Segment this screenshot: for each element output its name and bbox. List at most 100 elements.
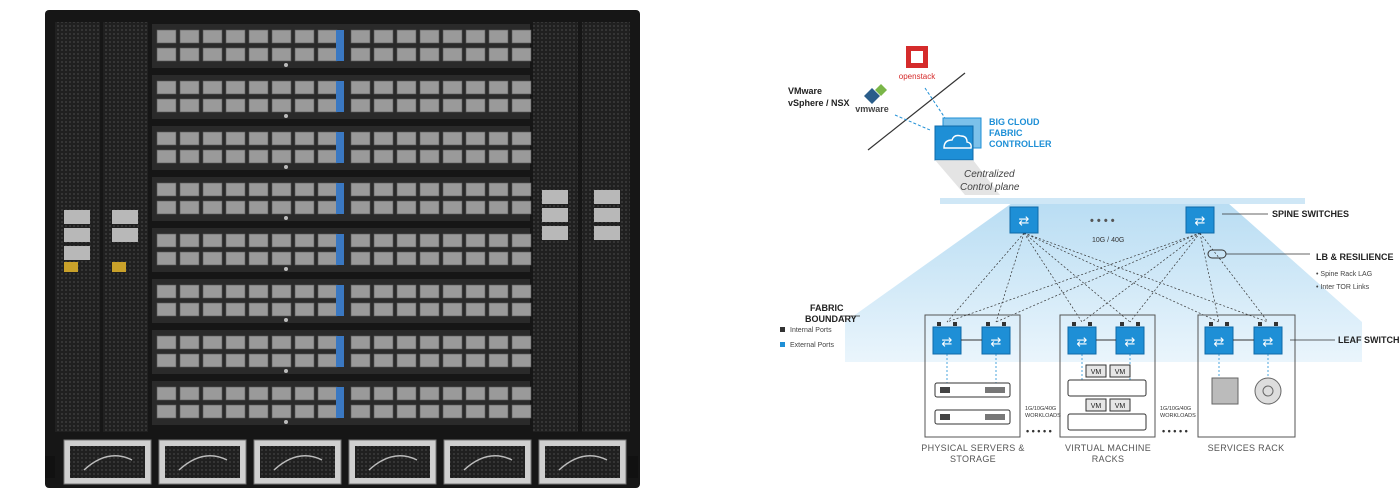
workloads-label-1-line1: 1G/10G/40G — [1025, 406, 1056, 412]
cloud-icon — [943, 134, 972, 149]
leaf-switch: ⇄ — [1253, 322, 1283, 355]
spine-leaf-link — [995, 232, 1025, 323]
power-supply — [158, 439, 247, 485]
vm-label: VM — [1091, 403, 1102, 410]
line-card — [152, 330, 532, 374]
spine-leaf-link — [1023, 232, 1269, 323]
vmware-label-line1: VMware — [788, 86, 822, 96]
legend-external-swatch — [780, 342, 785, 347]
control-arrows — [894, 87, 946, 131]
rack-physical-caption-line2: STORAGE — [950, 454, 996, 464]
spine-leaf-link — [1199, 232, 1220, 323]
controller-label-line1: BIG CLOUD — [989, 117, 1040, 127]
rack-physical-caption-line1: PHYSICAL SERVERS & — [921, 443, 1024, 453]
leaf-switch: ⇄ — [981, 322, 1011, 355]
control-plane-line2: Control plane — [960, 182, 1020, 193]
leaf-switch: ⇄ — [1204, 322, 1234, 355]
rack-virtual-caption-line2: RACKS — [1092, 454, 1125, 464]
legend-internal-label: Internal Ports — [790, 327, 832, 334]
leaf-switch: ⇄ — [1115, 322, 1145, 355]
controller-label-line2: FABRIC — [989, 128, 1023, 138]
rack-virtual — [1059, 314, 1156, 438]
link-speed-label: 10G / 40G — [1092, 237, 1124, 244]
vmware-logo: vmware — [855, 84, 889, 114]
line-card — [152, 126, 532, 170]
switch-arrows-icon: ⇄ — [942, 335, 953, 350]
vm-label: VM — [1115, 403, 1126, 410]
leaf-switches-label: LEAF SWITCHES — [1338, 335, 1400, 345]
spine-leaf-link — [1023, 232, 1083, 323]
spine-leaf-link — [995, 232, 1201, 323]
leaf-switches: ⇄ ⇄ ⇄ ⇄ ⇄ ⇄ — [932, 322, 1283, 355]
line-card — [152, 24, 532, 68]
power-supply — [63, 439, 152, 485]
power-supply — [538, 439, 627, 485]
switch-chassis-photo — [45, 10, 640, 488]
controller-label-line3: CONTROLLER — [989, 139, 1052, 149]
spine-leaf-link — [1199, 232, 1269, 323]
rack-services — [1197, 314, 1296, 438]
spine-leaf-link — [1129, 232, 1201, 323]
spine-switch-left: ⇄ — [1009, 206, 1039, 234]
left-management-ports — [64, 210, 138, 272]
workloads-label-2-line2: WORKLOADS — [1160, 413, 1196, 419]
legend-internal-swatch — [780, 327, 785, 332]
switch-arrows-icon: ⇄ — [1019, 214, 1030, 229]
line-card — [152, 381, 532, 425]
vm-label: VM — [1091, 369, 1102, 376]
lb-resilience-title: LB & RESILIENCE — [1316, 252, 1394, 262]
spine-leaf-link — [1023, 232, 1131, 323]
leaf-switch: ⇄ — [1067, 322, 1097, 355]
spine-ellipsis: • • • • — [1090, 215, 1115, 227]
left-inner-panel — [103, 22, 148, 432]
service-appliances — [1211, 377, 1282, 405]
leaf-switch: ⇄ — [932, 322, 962, 355]
line-cards — [152, 24, 532, 425]
lb-item-1: • Spine Rack LAG — [1316, 271, 1372, 278]
line-card — [152, 177, 532, 221]
workloads-label-1-line2: WORKLOADS — [1025, 413, 1061, 419]
line-card — [152, 279, 532, 323]
spine-leaf-link — [946, 232, 1201, 323]
vm-label: VM — [1115, 369, 1126, 376]
spine-leaf-link — [1081, 232, 1201, 323]
spine-switches-label: SPINE SWITCHES — [1272, 209, 1349, 219]
power-supply — [348, 439, 437, 485]
vmware-logo-text: vmware — [855, 104, 889, 114]
vmware-label-line2: vSphere / NSX — [788, 98, 850, 108]
switch-arrows-icon: ⇄ — [1125, 335, 1136, 350]
switch-arrows-icon: ⇄ — [991, 335, 1002, 350]
fabric-boundary-line1: FABRIC — [810, 303, 844, 313]
line-card — [152, 228, 532, 272]
fabric-controller — [934, 117, 1000, 195]
physical-servers — [934, 382, 1011, 425]
legend-external-label: External Ports — [790, 342, 834, 349]
controller-shadow — [935, 160, 1000, 195]
rack-physical — [924, 314, 1021, 438]
fabric-links — [946, 232, 1269, 383]
switch-arrows-icon: ⇄ — [1214, 335, 1225, 350]
openstack-logo-text: openstack — [899, 72, 936, 81]
openstack-logo: openstack — [899, 46, 936, 81]
workloads-label-2-line1: 1G/10G/40G — [1160, 406, 1191, 412]
power-supply — [253, 439, 342, 485]
power-supplies — [45, 439, 638, 485]
line-card — [152, 75, 532, 119]
left-outer-panel — [55, 22, 100, 432]
switch-arrows-icon: ⇄ — [1263, 335, 1274, 350]
control-plane-line1: Centralized — [964, 169, 1015, 180]
fabric-top-band — [940, 198, 1305, 204]
lb-item-2: • Inter TOR Links — [1316, 284, 1370, 291]
rack-services-caption: SERVICES RACK — [1208, 443, 1285, 453]
spine-switch-right: ⇄ — [1185, 206, 1215, 234]
switch-arrows-icon: ⇄ — [1077, 335, 1088, 350]
power-supply — [443, 439, 532, 485]
rack-ellipsis-1: • • • • • — [1026, 426, 1052, 436]
right-management-ports — [542, 190, 620, 240]
fabric-diagram: openstack vmware VMware vSphere / NSX BI… — [780, 46, 1400, 464]
fabric-region — [845, 203, 1362, 362]
switch-arrows-icon: ⇄ — [1195, 214, 1206, 229]
control-boundary-line — [867, 72, 966, 151]
